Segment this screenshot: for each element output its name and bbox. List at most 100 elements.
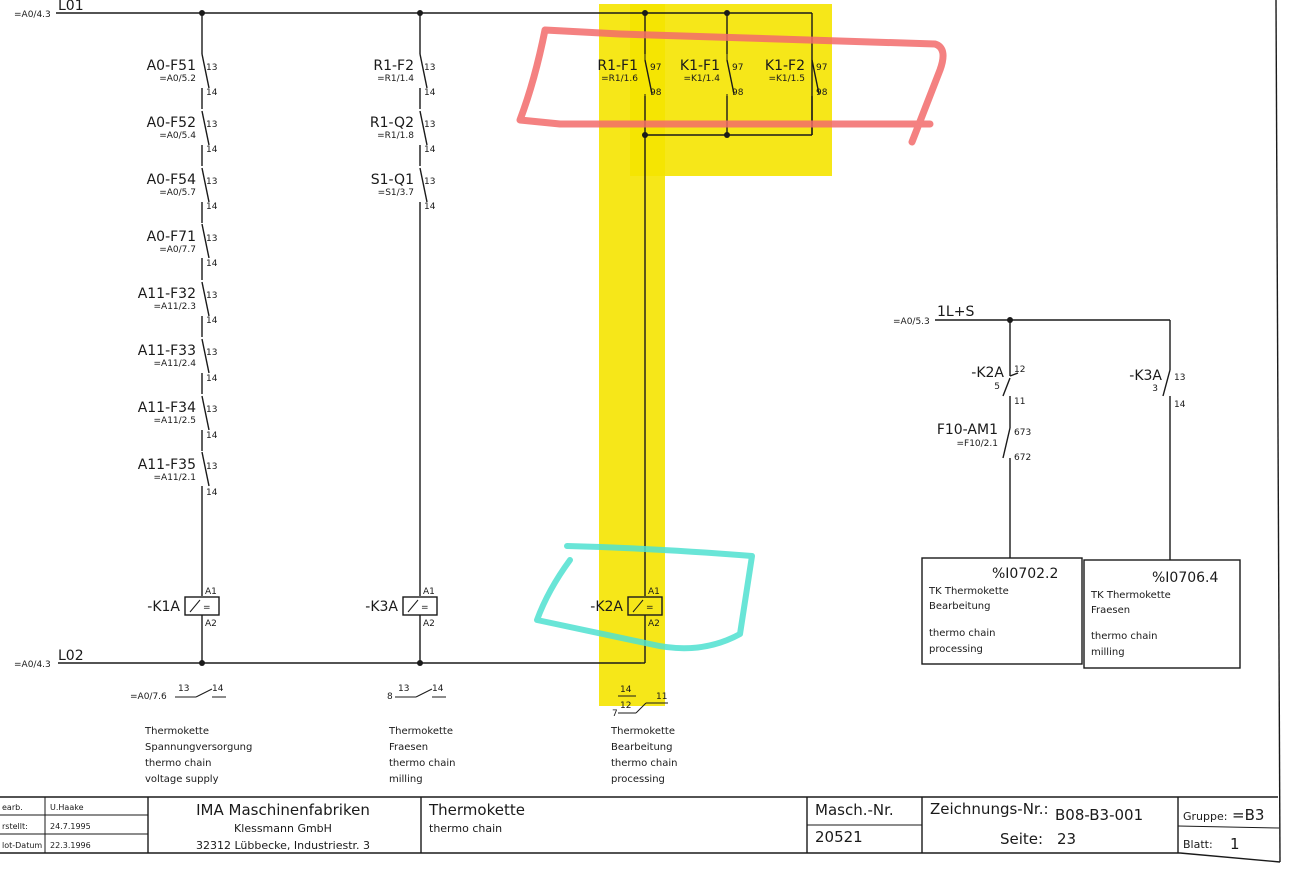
crossref-k2a: 7 14 11 12	[612, 685, 668, 719]
svg-text:-K3A: -K3A	[1129, 368, 1162, 384]
svg-text:Klessmann GmbH: Klessmann GmbH	[234, 822, 332, 835]
svg-text:98: 98	[650, 88, 662, 98]
column-2	[417, 10, 423, 666]
svg-text:32312 Lübbecke, Industriestr.: 32312 Lübbecke, Industriestr. 3	[196, 839, 370, 852]
input-box-milling: %I0706.4 TK Thermokette Fraesen thermo c…	[1090, 570, 1219, 658]
input-box-processing: %I0702.2 TK Thermokette Bearbeitung ther…	[928, 566, 1058, 655]
svg-text:-K1A: -K1A	[147, 599, 180, 615]
svg-text:Fraesen: Fraesen	[1091, 605, 1130, 616]
svg-text:U.Haake: U.Haake	[50, 803, 84, 812]
contact-a0-f51: A0-F51 =A0/5.2 13 14	[147, 53, 218, 98]
svg-text:=K1/1.4: =K1/1.4	[683, 74, 720, 84]
svg-text:B08-B3-001: B08-B3-001	[1055, 806, 1143, 824]
contact-k1-f1: K1-F1 =K1/1.4 97 98	[680, 54, 744, 98]
svg-text:thermo chain: thermo chain	[389, 758, 455, 769]
svg-text:R1-Q2: R1-Q2	[370, 115, 414, 131]
contact-a0-f54: A0-F54 =A0/5.7 13 14	[147, 167, 218, 212]
svg-text:Bearbeitung: Bearbeitung	[611, 742, 672, 753]
contact-r1-f1: R1-F1 =R1/1.6 97 98	[597, 54, 662, 98]
svg-text:thermo chain: thermo chain	[929, 628, 995, 639]
svg-text:672: 672	[1014, 453, 1031, 463]
svg-text:14: 14	[206, 431, 218, 441]
svg-text:processing: processing	[929, 644, 983, 655]
svg-text:13: 13	[206, 291, 217, 301]
svg-text:=S1/3.7: =S1/3.7	[378, 188, 414, 198]
svg-text:=R1/1.6: =R1/1.6	[601, 74, 638, 84]
svg-text:milling: milling	[389, 774, 423, 785]
svg-text:=F10/2.1: =F10/2.1	[956, 439, 998, 449]
svg-text:14: 14	[1174, 400, 1186, 410]
right-circuit: 1L+S =A0/5.3 -K2A 5 12 11 F10-AM1 =F10/2…	[893, 304, 1241, 669]
svg-text:13: 13	[424, 120, 435, 130]
svg-text:12: 12	[1014, 365, 1025, 375]
svg-text:14: 14	[206, 88, 218, 98]
crossref-k1a: =A0/7.6 13 14	[130, 684, 226, 702]
svg-text:thermo chain: thermo chain	[145, 758, 211, 769]
contact-r1-f2: R1-F2 =R1/1.4 13 14	[373, 53, 436, 98]
svg-text:20521: 20521	[815, 828, 863, 846]
contact-a11-f32: A11-F32 =A11/2.3 13 14	[138, 281, 218, 326]
coil-k3a: = -K3A A1 A2	[365, 587, 438, 629]
svg-text:673: 673	[1014, 428, 1031, 438]
svg-text:Bearbeitung: Bearbeitung	[929, 601, 990, 612]
svg-text:Thermokette: Thermokette	[428, 801, 525, 819]
svg-text:=A0/4.3: =A0/4.3	[14, 10, 51, 20]
svg-text:A0-F51: A0-F51	[147, 58, 196, 74]
svg-text:13: 13	[206, 348, 217, 358]
title-block: earb. U.Haake rstellt: 24.7.1995 lot-Dat…	[0, 797, 1281, 863]
svg-text:=: =	[203, 603, 211, 613]
svg-text:14: 14	[206, 259, 218, 269]
svg-text:thermo chain: thermo chain	[611, 758, 677, 769]
svg-text:11: 11	[656, 692, 667, 702]
svg-text:13: 13	[206, 234, 217, 244]
svg-text:-K2A: -K2A	[590, 599, 623, 615]
svg-text:13: 13	[178, 684, 189, 694]
svg-text:13: 13	[1174, 373, 1185, 383]
svg-text:24.7.1995: 24.7.1995	[50, 822, 91, 831]
svg-text:Spannungversorgung: Spannungversorgung	[145, 742, 252, 753]
marker-annotations	[516, 26, 947, 652]
svg-text:=R1/1.4: =R1/1.4	[377, 74, 414, 84]
svg-text:K1-F1: K1-F1	[680, 58, 720, 74]
svg-text:11: 11	[1014, 397, 1025, 407]
svg-text:=A11/2.5: =A11/2.5	[154, 416, 197, 426]
svg-text:A1: A1	[648, 587, 660, 597]
svg-text:IMA Maschinenfabriken: IMA Maschinenfabriken	[196, 801, 370, 819]
svg-text:Blatt:: Blatt:	[1183, 838, 1213, 851]
crossref-k3a: 8 13 14	[387, 684, 446, 702]
svg-text:13: 13	[206, 462, 217, 472]
svg-text:lot-Datum: lot-Datum	[2, 841, 42, 850]
svg-text:TK Thermokette: TK Thermokette	[1090, 590, 1171, 601]
svg-text:13: 13	[206, 177, 217, 187]
svg-text:=A11/2.4: =A11/2.4	[154, 359, 197, 369]
svg-text:A11-F35: A11-F35	[138, 457, 196, 473]
svg-text:Zeichnungs-Nr.:: Zeichnungs-Nr.:	[930, 800, 1049, 818]
svg-text:=A0/7.7: =A0/7.7	[159, 245, 196, 255]
svg-text:14: 14	[206, 374, 218, 384]
svg-text:Thermokette: Thermokette	[388, 726, 453, 737]
svg-text:milling: milling	[1091, 647, 1125, 658]
svg-text:=R1/1.8: =R1/1.8	[377, 131, 414, 141]
svg-text:Fraesen: Fraesen	[389, 742, 428, 753]
svg-text:14: 14	[206, 488, 218, 498]
contact-a0-f52: A0-F52 =A0/5.4 13 14	[147, 110, 218, 155]
svg-text:L01: L01	[58, 0, 84, 14]
svg-text:A0-F71: A0-F71	[147, 229, 196, 245]
contact-a11-f35: A11-F35 =A11/2.1 13 14	[138, 451, 218, 498]
svg-text:14: 14	[432, 684, 444, 694]
svg-text:%I0702.2: %I0702.2	[992, 566, 1058, 582]
svg-text:22.3.1996: 22.3.1996	[50, 841, 91, 850]
svg-text:14: 14	[206, 202, 218, 212]
sheet-frame	[0, 0, 1281, 863]
coil-k1a: = -K1A A1 A2	[147, 587, 220, 629]
svg-text:14: 14	[620, 685, 632, 695]
svg-text:R1-F2: R1-F2	[373, 58, 414, 74]
svg-text:Thermokette: Thermokette	[144, 726, 209, 737]
svg-text:=A0/7.6: =A0/7.6	[130, 692, 167, 702]
svg-text:=A0/5.2: =A0/5.2	[159, 74, 196, 84]
svg-text:Gruppe:: Gruppe:	[1183, 810, 1227, 823]
svg-text:98: 98	[816, 88, 828, 98]
svg-text:14: 14	[424, 88, 436, 98]
svg-text:3: 3	[1152, 384, 1158, 394]
